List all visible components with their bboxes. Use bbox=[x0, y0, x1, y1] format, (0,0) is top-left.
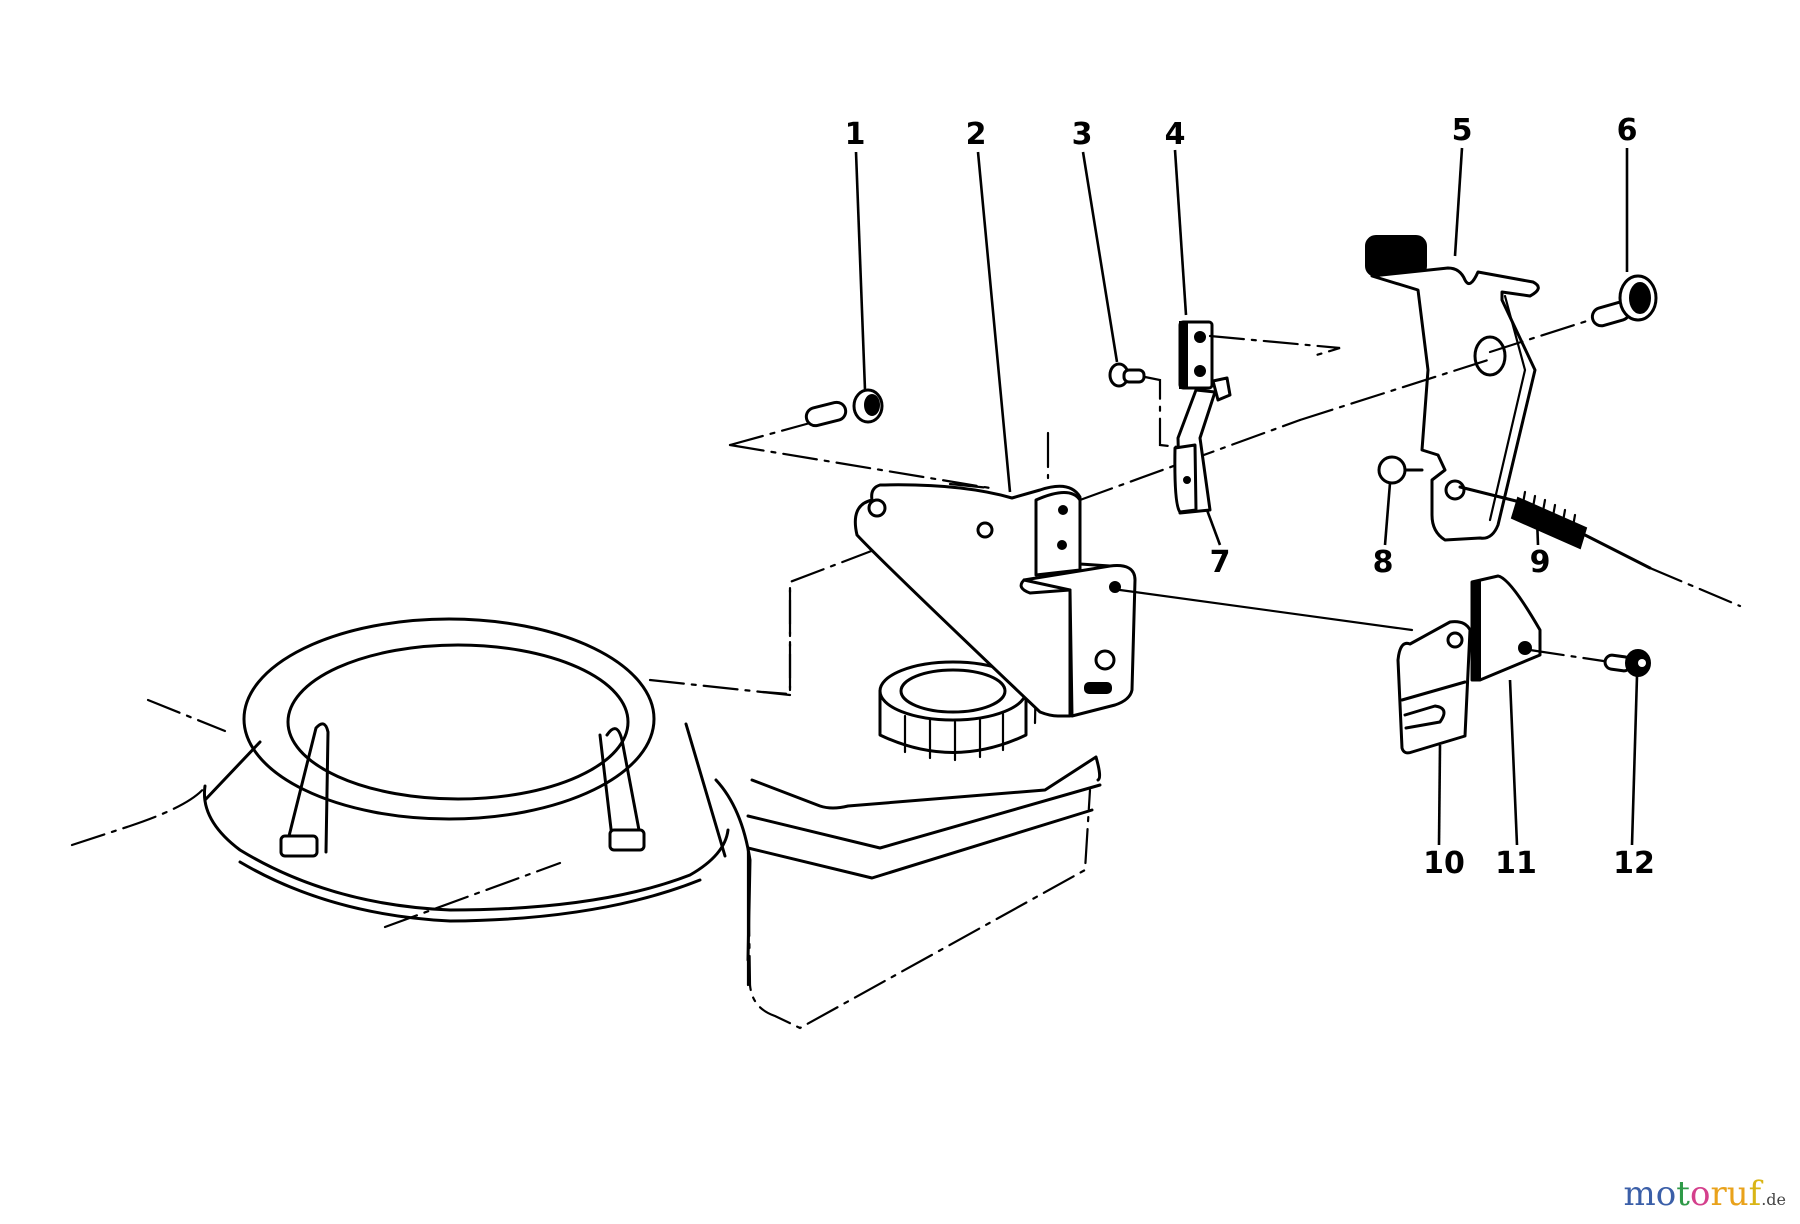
callout-2: 2 bbox=[966, 117, 987, 152]
callouts: 1 2 3 4 5 6 7 8 9 10 11 12 bbox=[845, 113, 1655, 881]
logo-letter: o bbox=[1655, 1174, 1677, 1214]
logo-suffix: .de bbox=[1761, 1190, 1786, 1209]
starter-housing bbox=[70, 617, 752, 962]
callout-3: 3 bbox=[1072, 117, 1093, 152]
logo-letter: u bbox=[1726, 1174, 1749, 1214]
callout-10: 10 bbox=[1423, 846, 1465, 881]
screw-nut-6 bbox=[1590, 274, 1658, 328]
callout-7: 7 bbox=[1210, 545, 1231, 580]
screw-3 bbox=[1108, 362, 1180, 449]
callout-5: 5 bbox=[1452, 113, 1473, 148]
callout-8: 8 bbox=[1373, 545, 1394, 580]
clamp-4 bbox=[1178, 320, 1341, 402]
throttle-lever-5 bbox=[1298, 235, 1592, 542]
screw-12 bbox=[1603, 649, 1651, 677]
logo-letter: f bbox=[1748, 1174, 1762, 1214]
plate-10 bbox=[1396, 620, 1472, 755]
callout-1: 1 bbox=[845, 117, 866, 152]
callout-4: 4 bbox=[1165, 117, 1186, 152]
logo-letter: r bbox=[1710, 1174, 1727, 1214]
callout-11: 11 bbox=[1495, 846, 1537, 881]
control-bracket bbox=[728, 418, 1414, 718]
logo-letter: o bbox=[1689, 1174, 1711, 1214]
motoruf-watermark-logo: motoruf.de bbox=[1624, 1174, 1786, 1214]
callout-6: 6 bbox=[1617, 113, 1638, 148]
logo-letter: t bbox=[1676, 1174, 1690, 1214]
logo-letter: m bbox=[1623, 1174, 1656, 1214]
fuel-cap bbox=[878, 660, 1028, 762]
control-cable-9 bbox=[1458, 485, 1742, 608]
cable-clamp-7 bbox=[1173, 388, 1217, 515]
callout-12: 12 bbox=[1613, 846, 1655, 881]
ball-joint-8 bbox=[1377, 455, 1424, 485]
callout-9: 9 bbox=[1530, 545, 1551, 580]
stop-bracket-11 bbox=[1470, 574, 1612, 682]
screw-1 bbox=[804, 388, 884, 428]
